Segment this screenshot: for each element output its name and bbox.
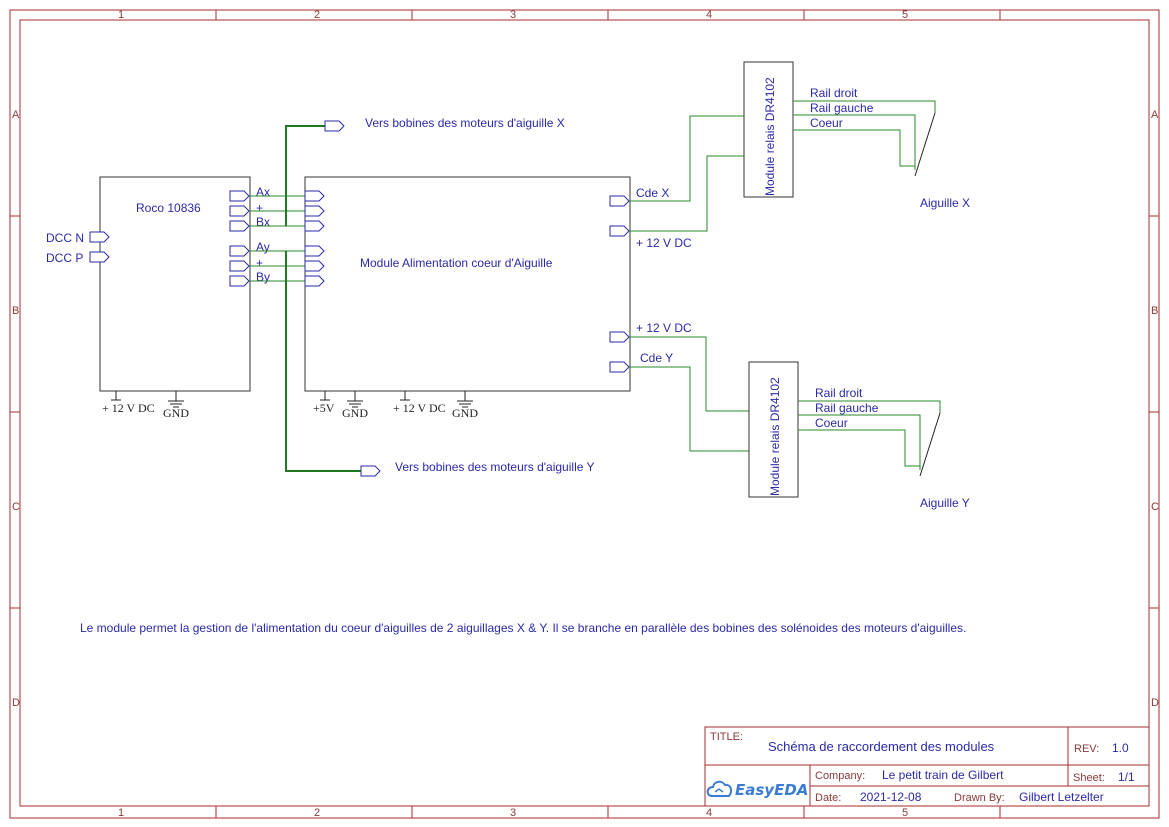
module-out-cde-x-port [609, 195, 630, 207]
sheet-label: Sheet: [1073, 772, 1105, 784]
module-in-port [304, 245, 325, 257]
drawn-by-value: Gilbert Letzelter [1019, 790, 1104, 804]
relay-x-rail: Coeur [810, 116, 843, 130]
module-in-port [304, 260, 325, 272]
row-label-left: B [12, 305, 19, 317]
roco-port-plus-x [229, 205, 250, 217]
module-in-port [304, 190, 325, 202]
company-label: Company: [815, 770, 865, 782]
dcc-n-port [89, 231, 110, 243]
roco-port-plus-y [229, 260, 250, 272]
roco-out-label: Ax [256, 185, 270, 199]
relay-x-rail: Rail gauche [810, 101, 874, 115]
col-label-bottom: 1 [118, 807, 124, 819]
roco-block: Roco 10836 DCC N DCC P Ax + Bx Ay + By +… [46, 176, 270, 420]
title-block: TITLE: Schéma de raccordement des module… [704, 726, 1150, 807]
rev-label: REV: [1074, 743, 1099, 755]
roco-out-label: + [256, 201, 263, 215]
row-label-right: B [1151, 305, 1158, 317]
col-label-top: 1 [118, 9, 124, 21]
relay-y-rail: Coeur [815, 416, 848, 430]
dcc-n-label: DCC N [46, 231, 84, 245]
net-flag-y [360, 465, 381, 477]
module-out-label: Cde Y [640, 351, 673, 365]
module-in-port [304, 275, 325, 287]
module-out-label: + 12 V DC [636, 321, 692, 335]
rev-value: 1.0 [1112, 741, 1129, 755]
ground-icon [168, 391, 184, 408]
aiguille-x-label: Aiguille X [920, 196, 970, 210]
col-label-top: 4 [706, 9, 712, 21]
roco-out-label: + [256, 256, 263, 270]
relay-x-rail: Rail droit [810, 86, 858, 100]
ground-icon [457, 391, 473, 408]
net-flag-x [324, 120, 345, 132]
row-label-left: D [12, 697, 20, 709]
roco-port-ay [229, 245, 250, 257]
roco-module-wires [249, 125, 361, 472]
row-label-right: D [1151, 697, 1159, 709]
company-value: Le petit train de Gilbert [882, 768, 1004, 782]
module-title: Module Alimentation coeur d'Aiguille [360, 256, 553, 270]
relay-x-block: Module relais DR4102 Rail droit Rail gau… [743, 61, 970, 210]
roco-out-label: Ay [256, 240, 270, 254]
module-in-port [304, 205, 325, 217]
col-label-bottom: 2 [314, 807, 320, 819]
row-label-right: A [1151, 109, 1159, 121]
col-label-top: 5 [902, 9, 908, 21]
module-12v-label: + 12 V DC [393, 401, 446, 415]
row-label-left: A [12, 109, 20, 121]
date-value: 2021-12-08 [860, 790, 922, 804]
date-label: Date: [815, 792, 841, 804]
easyeda-logo: EasyEDA [735, 781, 808, 799]
cloud-icon [706, 780, 733, 797]
module-gnd-label: GND [342, 406, 368, 420]
module-out-12v-y-port [609, 331, 630, 343]
roco-port-ax [229, 190, 250, 202]
relay-y-block: Module relais DR4102 Rail droit Rail gau… [748, 361, 970, 510]
sheet-value: 1/1 [1118, 770, 1135, 784]
switch-blade-icon [919, 412, 941, 477]
roco-port-by [229, 275, 250, 287]
relay-x-title: Module relais DR4102 [763, 77, 777, 196]
roco-12v-label: + 12 V DC [102, 401, 155, 415]
roco-out-label: Bx [256, 215, 270, 229]
relay-y-rail: Rail droit [815, 386, 863, 400]
module-gnd2-label: GND [452, 406, 478, 420]
aiguille-y-label: Aiguille Y [920, 496, 970, 510]
switch-blade-icon [914, 112, 936, 177]
row-label-left: C [12, 501, 20, 513]
roco-out-label: By [256, 270, 270, 284]
relay-y-title: Module relais DR4102 [768, 377, 782, 496]
dcc-p-port [89, 251, 110, 263]
roco-gnd-label: GND [163, 406, 189, 420]
col-label-bottom: 4 [706, 807, 712, 819]
bobines-x-label: Vers bobines des moteurs d'aiguille X [365, 116, 565, 130]
module-alimentation-block: Module Alimentation coeur d'Aiguille Cde… [304, 176, 692, 420]
drawing-frame: 1 2 3 4 5 1 2 3 4 5 A B C D A B C D [9, 9, 1160, 819]
ground-icon [347, 391, 363, 408]
module-out-cde-y-port [609, 361, 630, 373]
drawing-title: Schéma de raccordement des modules [768, 739, 995, 754]
relay-y-rail: Rail gauche [815, 401, 879, 415]
module-out-label: + 12 V DC [636, 236, 692, 250]
module-relay-wires [629, 115, 749, 452]
row-label-right: C [1151, 501, 1159, 513]
roco-title: Roco 10836 [136, 201, 201, 215]
col-label-top: 3 [510, 9, 516, 21]
roco-port-bx [229, 220, 250, 232]
module-in-port [304, 220, 325, 232]
module-out-12v-x-port [609, 225, 630, 237]
module-5v-label: +5V [313, 401, 335, 415]
dcc-p-label: DCC P [46, 251, 83, 265]
col-label-top: 2 [314, 9, 320, 21]
col-label-bottom: 5 [902, 807, 908, 819]
module-out-label: Cde X [636, 186, 669, 200]
title-label: TITLE: [710, 731, 743, 743]
col-label-bottom: 3 [510, 807, 516, 819]
bobines-y-label: Vers bobines des moteurs d'aiguille Y [395, 460, 595, 474]
drawn-by-label: Drawn By: [954, 792, 1005, 804]
description-text: Le module permet la gestion de l'aliment… [80, 621, 966, 635]
